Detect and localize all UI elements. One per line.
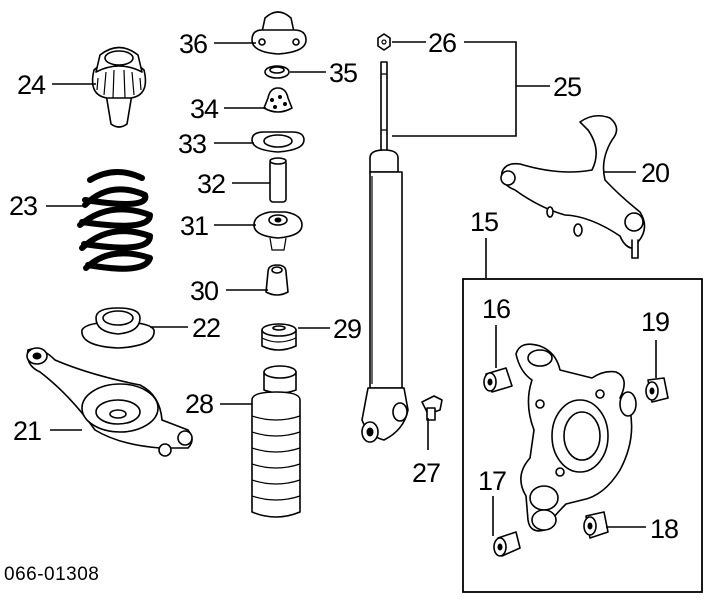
callout-16: 16 <box>482 294 510 324</box>
callout-17: 17 <box>478 466 506 496</box>
part-33-gasket <box>251 131 305 153</box>
callout-34: 34 <box>190 94 219 124</box>
part-27-bolt <box>421 395 443 421</box>
callout-29: 29 <box>333 314 361 344</box>
part-20-upper-arm <box>500 114 646 259</box>
part-34-bushing <box>263 87 293 113</box>
part-36-top-cap <box>251 11 307 55</box>
part-26-nut <box>377 33 391 51</box>
callout-33: 33 <box>178 129 206 159</box>
part-23-coil-spring <box>77 169 153 272</box>
diagram-code: 066-01308 <box>4 564 99 585</box>
callout-26: 26 <box>428 28 456 58</box>
callout-20: 20 <box>641 158 669 188</box>
callout-31: 31 <box>180 211 208 241</box>
part-19-bushing <box>645 377 669 403</box>
callout-23: 23 <box>9 191 37 221</box>
part-35-washer <box>264 65 290 79</box>
callout-28: 28 <box>185 389 213 419</box>
part-30-bushing <box>265 264 289 296</box>
part-31-upper-mount <box>253 211 303 251</box>
callout-30: 30 <box>190 276 218 306</box>
callout-27: 27 <box>412 458 440 488</box>
callout-32: 32 <box>197 169 225 199</box>
part-17-bushing <box>493 531 521 557</box>
callout-36: 36 <box>179 29 207 59</box>
callout-25: 25 <box>553 72 581 102</box>
part-22-spring-seat <box>81 307 155 349</box>
callout-22: 22 <box>192 313 220 343</box>
part-15-knuckle-assembly <box>462 278 703 593</box>
part-32-sleeve <box>269 157 287 203</box>
part-18-bushing <box>583 511 609 539</box>
part-24-bump-stop <box>91 46 147 128</box>
part-28-dust-boot <box>251 365 301 518</box>
callout-19: 19 <box>641 307 669 337</box>
part-16-bushing <box>483 367 513 393</box>
callout-35: 35 <box>329 58 357 88</box>
callout-21: 21 <box>13 416 41 446</box>
callout-18: 18 <box>650 514 678 544</box>
part-21-lower-arm <box>26 347 193 457</box>
callout-15: 15 <box>470 207 498 237</box>
part-29-bump-stop <box>261 323 297 351</box>
callout-24: 24 <box>17 70 46 100</box>
leader-lines <box>46 41 657 536</box>
callout-labels: 24 23 22 21 36 35 34 33 32 31 30 29 28 2… <box>4 28 679 585</box>
part-25-shock-absorber <box>361 61 409 443</box>
